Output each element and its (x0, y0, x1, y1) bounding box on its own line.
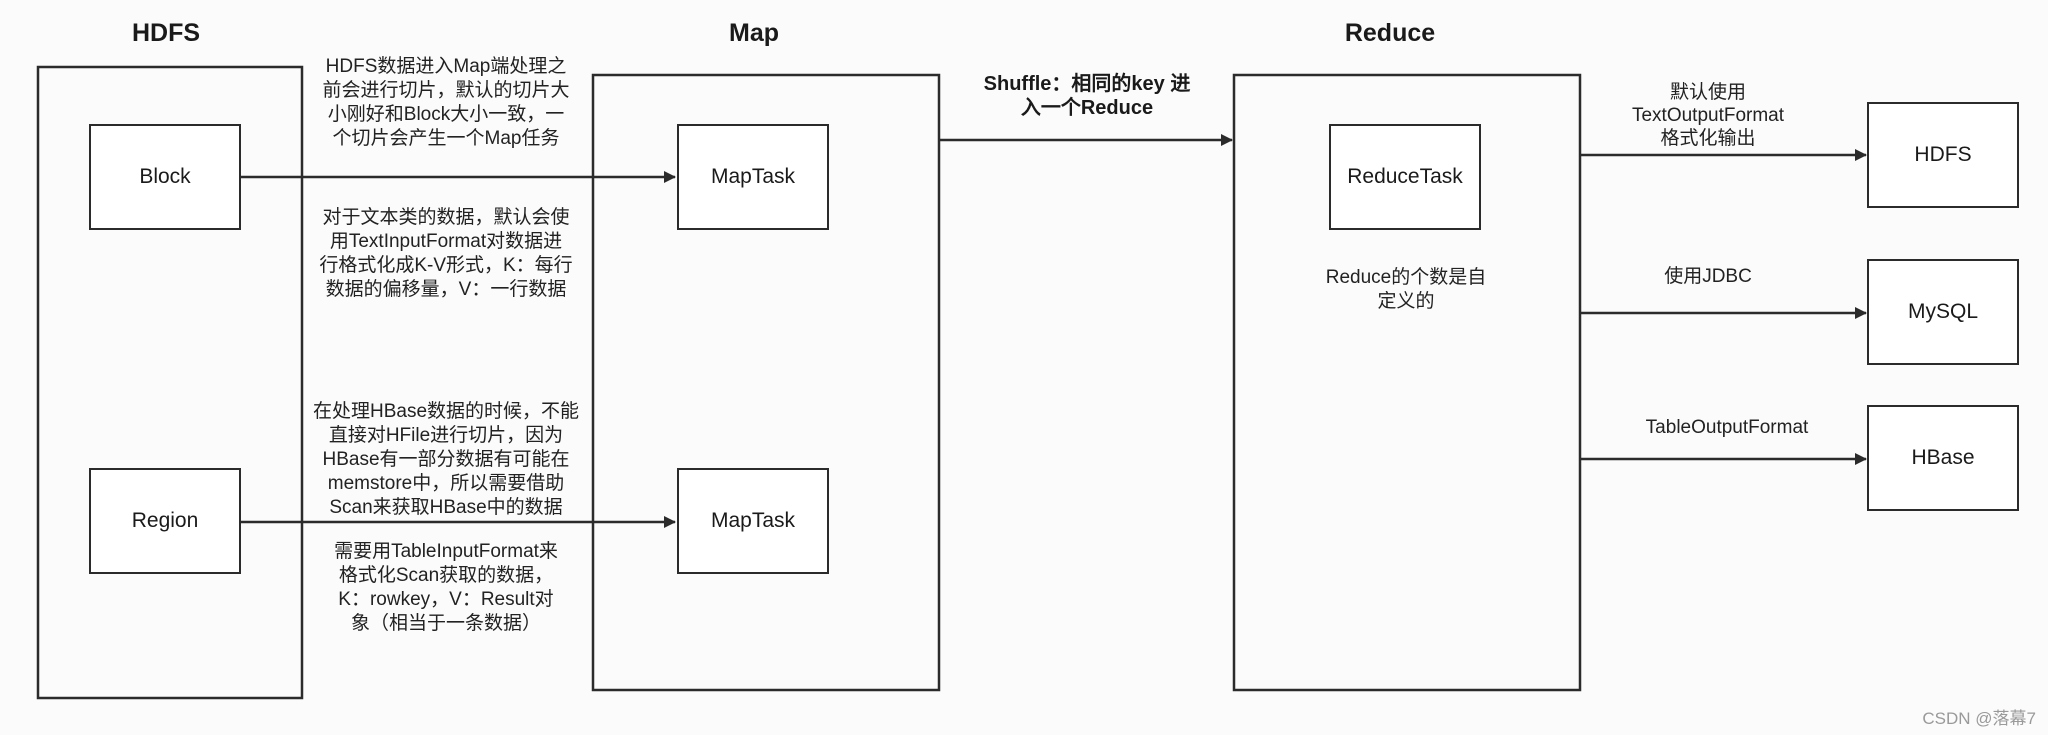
reduce-count-note: Reduce的个数是自 定义的 (1300, 266, 1512, 314)
block-box[interactable]: Block (89, 124, 241, 230)
output-mysql-label: MySQL (1907, 300, 1978, 323)
shuffle-label: Shuffle：相同的key 进 入一个Reduce (984, 72, 1191, 120)
maptask-label-1: MapTask (710, 165, 796, 188)
hbase-note-line: Scan来获取HBase中的数据 (329, 497, 563, 518)
reduce-title: Reduce (1344, 19, 1436, 47)
split-note-line: 小刚好和Block大小一致，一 (327, 104, 565, 125)
table-note-line: K：rowkey，V：Result对 (338, 589, 554, 610)
maptask-box-1[interactable]: MapTask (677, 124, 829, 230)
table-note-line: 需要用TableInputFormat来 (334, 541, 558, 562)
tableinputformat-note: 需要用TableInputFormat来 格式化Scan获取的数据， K：row… (300, 540, 592, 636)
region-box[interactable]: Region (89, 468, 241, 574)
edge-label-line: 默认使用 (1669, 82, 1746, 103)
split-note-line: 个切片会产生一个Map任务 (332, 128, 560, 149)
hbase-note-line: memstore中，所以需要借助 (327, 473, 565, 494)
maptask-label-2: MapTask (710, 509, 796, 532)
split-note-line: 前会进行切片，默认的切片大 (322, 80, 570, 101)
edge-label-jdbc: 使用JDBC (1664, 266, 1752, 287)
split-note: HDFS数据进入Map端处理之 前会进行切片，默认的切片大 小刚好和Block大… (300, 55, 592, 151)
text-note-line: 对于文本类的数据，默认会使 (322, 207, 570, 228)
hdfs-title: HDFS (131, 19, 201, 47)
hbase-split-note: 在处理HBase数据的时候，不能 直接对HFile进行切片，因为 HBase有一… (300, 400, 592, 520)
shuffle-label-line: 入一个Reduce (1020, 97, 1154, 119)
edge-label-line: 格式化输出 (1660, 128, 1756, 149)
text-note-line: 数据的偏移量，V：一行数据 (325, 279, 567, 300)
output-hdfs-box[interactable]: HDFS (1867, 102, 2019, 208)
maptask-box-2[interactable]: MapTask (677, 468, 829, 574)
shuffle-label-line: Shuffle：相同的key 进 (983, 73, 1191, 95)
split-note-line: HDFS数据进入Map端处理之 (325, 56, 567, 77)
reducetask-label: ReduceTask (1347, 165, 1463, 188)
reducetask-box[interactable]: ReduceTask (1329, 124, 1481, 230)
edge-label-line: TextOutputFormat (1631, 105, 1785, 126)
watermark: CSDN @落幕7 (1922, 709, 2036, 728)
block-label: Block (139, 165, 191, 188)
hbase-note-line: 直接对HFile进行切片，因为 (328, 425, 564, 446)
hbase-note-line: HBase有一部分数据有可能在 (322, 449, 570, 470)
hdfs-container (36, 65, 304, 700)
reduce-note-line: 定义的 (1377, 291, 1435, 312)
table-note-line: 象（相当于一条数据） (350, 613, 541, 634)
edge-label-tableoutputformat: TableOutputFormat (1645, 417, 1809, 438)
table-note-line: 格式化Scan获取的数据， (338, 565, 554, 586)
text-note-line: 用TextInputFormat对数据进 (329, 231, 563, 252)
reduce-container (1232, 73, 1582, 692)
output-hdfs-label: HDFS (1914, 143, 1972, 166)
hbase-note-line: 在处理HBase数据的时候，不能 (312, 401, 580, 422)
text-note-line: 行格式化成K-V形式，K：每行 (319, 255, 573, 276)
textinputformat-note: 对于文本类的数据，默认会使 用TextInputFormat对数据进 行格式化成… (300, 206, 592, 302)
map-container (591, 73, 941, 692)
region-label: Region (131, 509, 199, 532)
output-hbase-label: HBase (1911, 446, 1975, 469)
map-title: Map (729, 19, 779, 47)
edge-label-textoutputformat: 默认使用 TextOutputFormat 格式化输出 (1632, 81, 1784, 150)
output-hbase-box[interactable]: HBase (1867, 405, 2019, 511)
reduce-note-line: Reduce的个数是自 (1325, 267, 1487, 288)
output-mysql-box[interactable]: MySQL (1867, 259, 2019, 365)
